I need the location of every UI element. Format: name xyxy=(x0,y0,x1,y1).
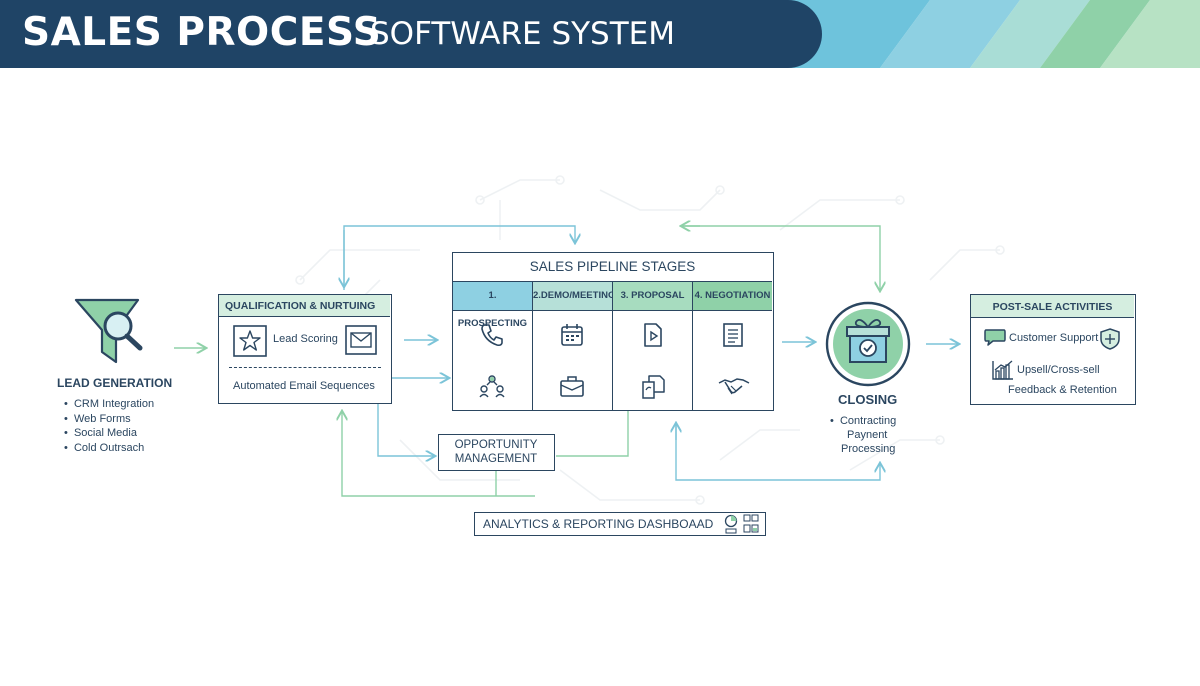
gift-box-check-icon xyxy=(825,301,911,387)
opportunity-title-line1: OPPORTUNITY xyxy=(454,439,538,451)
customer-support-label: Customer Support xyxy=(1009,332,1099,344)
tab-proposal: 3. PROPOSAL xyxy=(613,282,693,310)
lead-scoring-label: Lead Scoring xyxy=(273,333,338,345)
analytics-box: ANALYTICS & REPORTING DASHBOAAD xyxy=(474,512,766,536)
pipeline-title: SALES PIPELINE STAGES xyxy=(529,259,696,274)
qualification-title: QUALIFICATION & NURTUING xyxy=(225,300,376,312)
documents-refresh-icon xyxy=(642,375,665,399)
envelope-icon xyxy=(345,325,377,355)
feedback-label: Feedback & Retention xyxy=(1008,384,1117,396)
lead-generation-list: • CRM Integration • Web Forms • Social M… xyxy=(64,398,154,456)
page-subtitle: SOFTWARE SYSTEM xyxy=(370,16,676,52)
opportunity-title-line2: MANAGEMENT xyxy=(454,453,538,465)
pie-chart-icon xyxy=(724,514,738,534)
tab-prospecting: 1. PROSPECTING xyxy=(453,282,533,329)
funnel-magnifier-icon xyxy=(74,298,143,364)
tab-negotiation: 4. NEGOTIATION xyxy=(693,282,772,310)
bar-chart-icon xyxy=(992,360,1013,380)
list-item: Paynent xyxy=(847,429,888,441)
list-item: • CRM Integration xyxy=(64,398,155,410)
briefcase-icon xyxy=(560,376,584,397)
list-item: • Contracting xyxy=(830,415,897,427)
analytics-title: ANALYTICS & REPORTING DASHBOAAD xyxy=(483,517,714,531)
shield-icon xyxy=(1100,328,1120,350)
post-sale-title: POST-SALE ACTIVITIES xyxy=(992,301,1113,313)
lead-generation-title: LEAD GENERATION xyxy=(57,376,173,390)
upsell-label: Upsell/Cross-sell xyxy=(1017,364,1100,376)
closing-title: CLOSING xyxy=(838,392,898,407)
notepad-icon xyxy=(723,323,743,347)
document-play-icon xyxy=(644,323,662,347)
list-item: Processing xyxy=(841,443,896,455)
people-network-icon xyxy=(479,375,505,398)
page-title: SALES PROCESS xyxy=(22,10,382,55)
opportunity-box: OPPORTUNITY MANAGEMENT xyxy=(438,434,555,471)
tab-demo-meeting: 2.DEMO/MEETING xyxy=(533,282,615,310)
chat-bubble-icon xyxy=(984,329,1006,346)
pipeline-box: SALES PIPELINE STAGES 1. PROSPECTING 2.D… xyxy=(452,252,774,411)
star-icon xyxy=(233,325,267,357)
email-sequences-label: Automated Email Sequences xyxy=(233,380,375,392)
phone-icon xyxy=(481,324,503,347)
handshake-icon xyxy=(718,378,750,395)
list-item: • Social Media xyxy=(64,427,137,439)
header-banner: SALES PROCESS SOFTWARE SYSTEM xyxy=(0,0,1200,68)
dashboard-icon xyxy=(743,514,759,533)
circuit-background xyxy=(295,175,1005,505)
post-sale-box: POST-SALE ACTIVITIES Customer Support Up… xyxy=(970,294,1136,405)
list-item: • Web Forms xyxy=(64,412,131,425)
qualification-box: QUALIFICATION & NURTUING Lead Scoring Au… xyxy=(218,294,392,404)
title-bar xyxy=(0,0,822,68)
list-item: • Cold Outrsach xyxy=(64,441,145,454)
calendar-icon xyxy=(561,324,583,346)
